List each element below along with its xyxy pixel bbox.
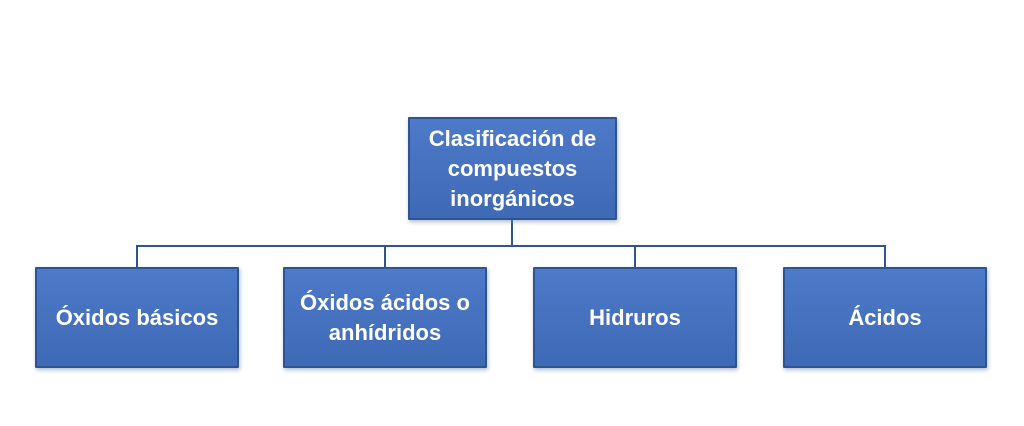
diagram-node-root-label: Clasificación de compuestos inorgánicos [428, 125, 597, 211]
diagram-node-hidruros: Hidruros [533, 267, 737, 368]
diagram-node-oxidos-acidos-label: Óxidos ácidos o anhídridos [300, 289, 470, 345]
diagram-node-oxidos-basicos-label: Óxidos básicos [55, 304, 219, 330]
connector-drop-oxidos-acidos [384, 245, 386, 267]
connector-drop-acidos [884, 245, 886, 267]
diagram-node-oxidos-acidos: Óxidos ácidos o anhídridos [283, 267, 487, 368]
connector-drop-oxidos-basicos [136, 245, 138, 267]
diagram-node-hidruros-label: Hidruros [589, 304, 681, 330]
connector-root-drop [511, 220, 513, 247]
connector-horizontal-bus [136, 245, 886, 247]
diagram-node-root: Clasificación de compuestos inorgánicos [408, 117, 617, 220]
diagram-node-acidos-label: Ácidos [848, 304, 922, 330]
diagram-node-oxidos-basicos: Óxidos básicos [35, 267, 239, 368]
connector-drop-hidruros [634, 245, 636, 267]
diagram-node-acidos: Ácidos [783, 267, 987, 368]
